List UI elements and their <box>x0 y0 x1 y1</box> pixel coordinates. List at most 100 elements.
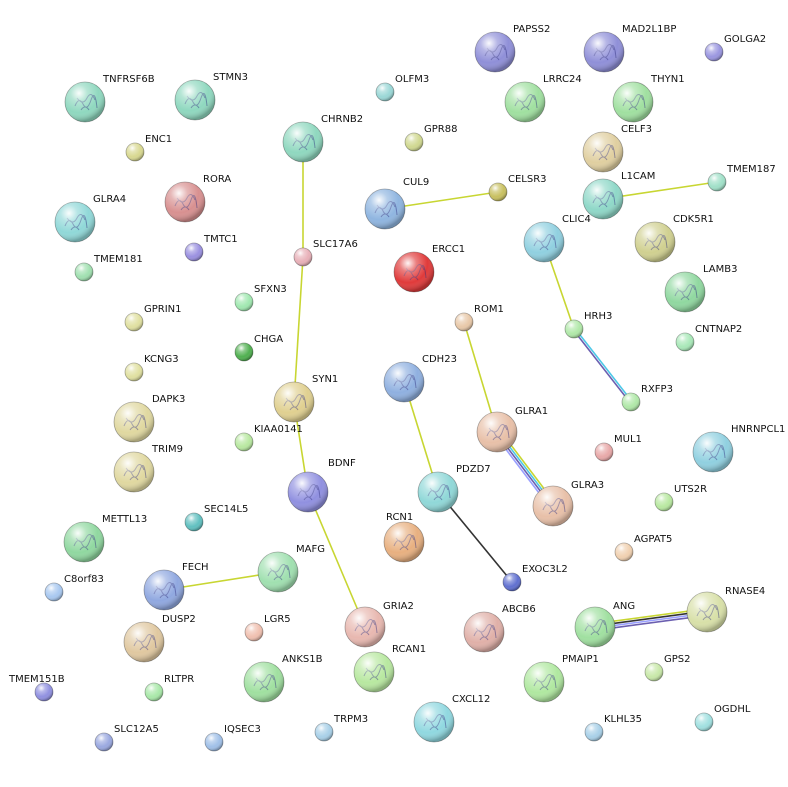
node-iqsec3[interactable]: IQSEC3 <box>204 724 261 752</box>
node-thyn1[interactable]: THYN1 <box>612 74 685 123</box>
node-celf3[interactable]: CELF3 <box>582 124 652 173</box>
node-label: ABCB6 <box>502 604 536 615</box>
node-slc12a5[interactable]: SLC12A5 <box>94 724 159 752</box>
node-cul9[interactable]: CUL9 <box>364 177 429 230</box>
node-sfxn3[interactable]: SFXN3 <box>234 284 287 312</box>
node-clic4[interactable]: CLIC4 <box>523 214 591 263</box>
node-fech[interactable]: FECH <box>143 562 209 611</box>
node-olfm3[interactable]: OLFM3 <box>375 74 429 102</box>
node-hnrnpcl1[interactable]: HNRNPCL1 <box>692 424 785 473</box>
node-rcan1[interactable]: RCAN1 <box>353 644 426 693</box>
node-gps2[interactable]: GPS2 <box>644 654 691 682</box>
node-tmem151b[interactable]: TMEM151B <box>8 674 65 702</box>
node-highlight <box>274 382 314 422</box>
node-rltpr[interactable]: RLTPR <box>144 674 194 702</box>
node-kcng3[interactable]: KCNG3 <box>124 354 179 382</box>
node-chga[interactable]: CHGA <box>234 334 283 362</box>
node-bdnf[interactable]: BDNF <box>287 458 356 513</box>
node-mettl13[interactable]: METTL13 <box>63 514 147 563</box>
node-rcn1[interactable]: RCN1 <box>383 512 425 563</box>
node-rxfp3[interactable]: RXFP3 <box>621 384 673 412</box>
node-cdh23[interactable]: CDH23 <box>383 354 457 403</box>
node-highlight <box>613 82 653 122</box>
node-label: SFXN3 <box>254 284 287 295</box>
node-abcb6[interactable]: ABCB6 <box>463 604 536 653</box>
node-lrrc24[interactable]: LRRC24 <box>504 74 582 123</box>
node-highlight <box>489 183 507 201</box>
node-trpm3[interactable]: TRPM3 <box>314 714 368 742</box>
node-highlight <box>205 733 223 751</box>
node-cxcl12[interactable]: CXCL12 <box>413 694 490 743</box>
node-label: HRH3 <box>584 311 612 322</box>
node-slc17a6[interactable]: SLC17A6 <box>293 239 358 267</box>
node-highlight <box>583 132 623 172</box>
node-glra1[interactable]: GLRA1 <box>476 406 548 453</box>
node-highlight <box>165 182 205 222</box>
node-dapk3[interactable]: DAPK3 <box>113 394 185 443</box>
node-ogdhl[interactable]: OGDHL <box>694 704 751 732</box>
node-rora[interactable]: RORA <box>164 174 231 223</box>
node-tnfrsf6b[interactable]: TNFRSF6B <box>64 74 155 123</box>
node-cntnap2[interactable]: CNTNAP2 <box>675 324 742 352</box>
node-highlight <box>635 222 675 262</box>
node-highlight <box>705 43 723 61</box>
node-highlight <box>687 592 727 632</box>
node-pdzd7[interactable]: PDZD7 <box>417 464 491 513</box>
node-lamb3[interactable]: LAMB3 <box>664 264 738 313</box>
node-syn1[interactable]: SYN1 <box>273 374 338 423</box>
node-pmaip1[interactable]: PMAIP1 <box>523 654 599 703</box>
node-stmn3[interactable]: STMN3 <box>174 72 248 121</box>
node-mad2l1bp[interactable]: MAD2L1BP <box>583 24 676 73</box>
node-agpat5[interactable]: AGPAT5 <box>614 534 672 562</box>
node-lgr5[interactable]: LGR5 <box>244 614 291 642</box>
node-hrh3[interactable]: HRH3 <box>564 311 612 339</box>
node-golga2[interactable]: GOLGA2 <box>704 34 766 62</box>
node-gria2[interactable]: GRIA2 <box>344 601 414 648</box>
node-anks1b[interactable]: ANKS1B <box>243 654 323 703</box>
node-highlight <box>505 82 545 122</box>
node-dusp2[interactable]: DUSP2 <box>123 614 196 663</box>
node-gprin1[interactable]: GPRIN1 <box>124 304 182 332</box>
node-enc1[interactable]: ENC1 <box>125 134 172 162</box>
node-label: CELF3 <box>621 124 652 135</box>
edge-bdnf-gria2[interactable] <box>307 491 366 628</box>
node-ercc1[interactable]: ERCC1 <box>393 244 465 293</box>
node-celsr3[interactable]: CELSR3 <box>488 174 547 202</box>
node-cdk5r1[interactable]: CDK5R1 <box>634 214 714 263</box>
node-glra4[interactable]: GLRA4 <box>54 194 126 243</box>
edge-line-textmining <box>293 256 304 403</box>
node-sec14l5[interactable]: SEC14L5 <box>184 504 248 532</box>
node-papss2[interactable]: PAPSS2 <box>474 24 550 73</box>
node-highlight <box>533 486 573 526</box>
node-trim9[interactable]: TRIM9 <box>113 444 183 493</box>
edge-slc17a6-syn1[interactable] <box>293 256 304 403</box>
node-rnase4[interactable]: RNASE4 <box>686 586 765 633</box>
node-glra3[interactable]: GLRA3 <box>532 480 604 527</box>
node-ang[interactable]: ANG <box>574 601 635 648</box>
node-klhl35[interactable]: KLHL35 <box>584 714 642 742</box>
node-highlight <box>315 723 333 741</box>
node-mafg[interactable]: MAFG <box>257 544 325 593</box>
node-highlight <box>665 272 705 312</box>
node-rom1[interactable]: ROM1 <box>454 304 504 332</box>
node-label: C8orf83 <box>64 574 104 585</box>
node-highlight <box>354 652 394 692</box>
node-exoc3l2[interactable]: EXOC3L2 <box>502 564 568 592</box>
node-highlight <box>258 552 298 592</box>
node-gpr88[interactable]: GPR88 <box>404 124 457 152</box>
node-uts2r[interactable]: UTS2R <box>654 484 707 512</box>
node-kiaa0141[interactable]: KIAA0141 <box>234 424 303 452</box>
node-highlight <box>235 293 253 311</box>
node-tmtc1[interactable]: TMTC1 <box>184 234 238 262</box>
node-c8orf83[interactable]: C8orf83 <box>44 574 104 602</box>
node-tmem187[interactable]: TMEM187 <box>707 164 776 192</box>
edge-hrh3-rxfp3[interactable] <box>572 327 633 404</box>
node-label: GPR88 <box>424 124 457 135</box>
node-tmem181[interactable]: TMEM181 <box>74 254 143 282</box>
node-highlight <box>595 443 613 461</box>
edges-layer <box>163 142 718 632</box>
node-chrnb2[interactable]: CHRNB2 <box>282 114 363 163</box>
node-mul1[interactable]: MUL1 <box>594 434 642 462</box>
node-l1cam[interactable]: L1CAM <box>582 171 655 220</box>
